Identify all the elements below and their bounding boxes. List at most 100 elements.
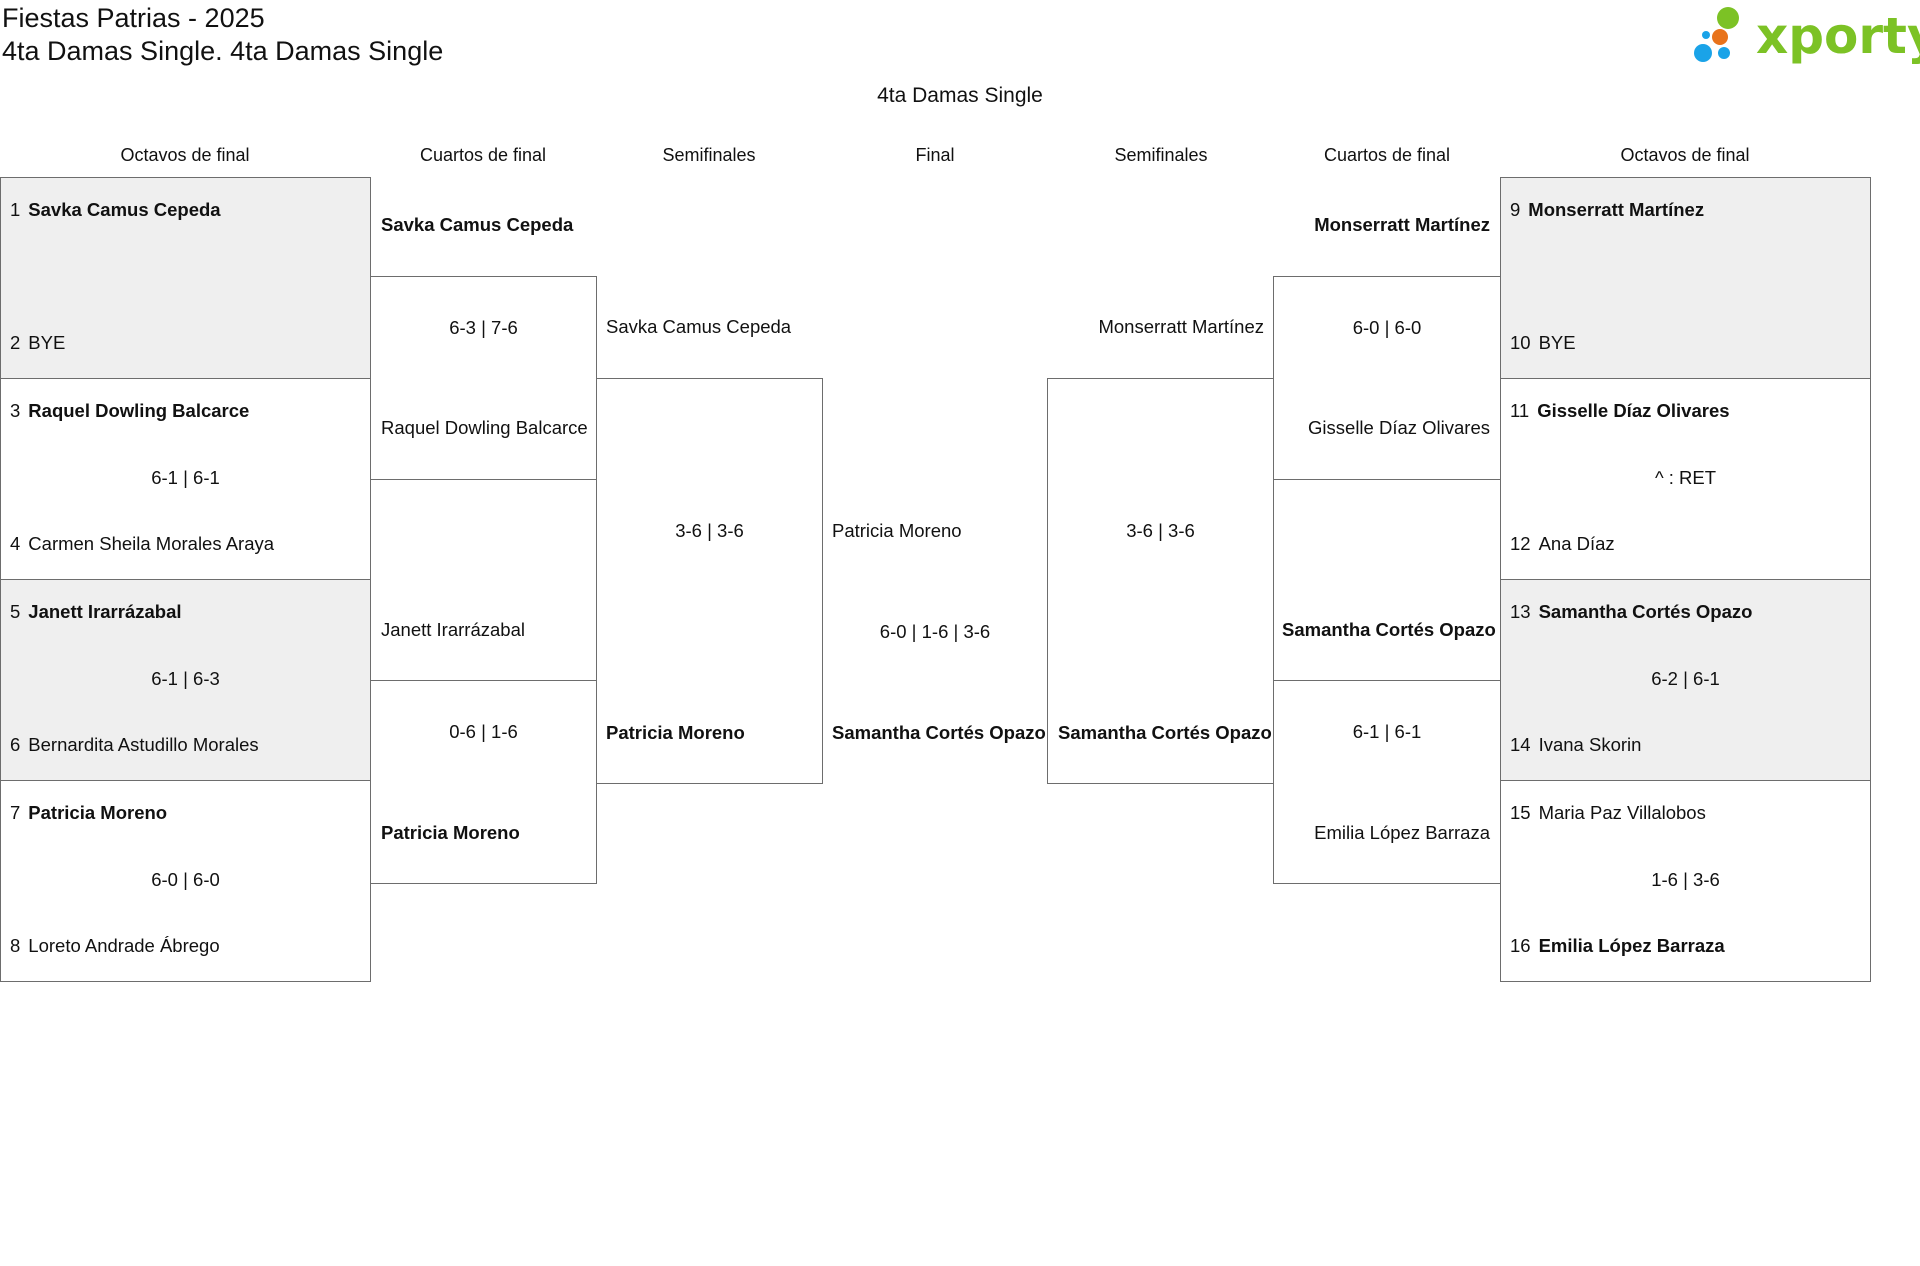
player-r16r2-p1: 11 Gisselle Díaz Olivares	[1510, 400, 1730, 422]
round-header-qf-right: Cuartos de final	[1323, 145, 1451, 165]
round-header-sf-left: Semifinales	[662, 145, 756, 165]
seed: 3	[10, 400, 21, 421]
player-name: Carmen Sheila Morales Araya	[28, 533, 275, 554]
player-qfr1-p1: Monserratt Martínez	[1314, 214, 1490, 235]
match-r16-right-1	[1500, 177, 1871, 379]
xporty-logo: xporty	[1690, 0, 1920, 72]
round-header-r16-left: Octavos de final	[120, 145, 250, 165]
player-r16l3-p1: 5 Janett Irarrázabal	[10, 601, 182, 623]
score-sfr: 3-6 | 3-6	[1126, 520, 1195, 541]
match-qf-left-1	[370, 276, 597, 480]
score-final: 6-0 | 1-6 | 3-6	[879, 621, 991, 642]
round-header-sf-right: Semifinales	[1114, 145, 1208, 165]
player-r16r3-p2: 14 Ivana Skorin	[1510, 734, 1641, 756]
player-qfl2-p1: Janett Irarrázabal	[381, 619, 525, 640]
seed: 2	[10, 332, 21, 353]
round-header-r16-right: Octavos de final	[1620, 145, 1750, 165]
match-qf-right-2	[1273, 680, 1501, 884]
seed: 1	[10, 199, 21, 220]
player-r16l2-p2: 4 Carmen Sheila Morales Araya	[10, 533, 274, 555]
match-qf-right-1	[1273, 276, 1501, 480]
seed: 14	[1510, 734, 1531, 755]
score-qfl2: 0-6 | 1-6	[449, 721, 518, 742]
player-r16l4-p1: 7 Patricia Moreno	[10, 802, 167, 824]
draw-subtitle: 4ta Damas Single. 4ta Damas Single	[2, 36, 444, 66]
seed: 6	[10, 734, 21, 755]
logo-dot-blue	[1694, 44, 1712, 62]
player-name: Janett Irarrázabal	[28, 601, 182, 622]
player-sfr-p2: Samantha Cortés Opazo	[1058, 722, 1272, 743]
player-final-p1: Patricia Moreno	[832, 520, 962, 541]
match-qf-left-2	[370, 680, 597, 884]
seed: 11	[1510, 400, 1530, 421]
score-qfr2: 6-1 | 6-1	[1352, 721, 1422, 742]
seed: 4	[10, 533, 21, 554]
score-r16l2: 6-1 | 6-1	[151, 467, 220, 488]
player-r16l1-p1: 1 Savka Camus Cepeda	[10, 199, 221, 221]
seed: 5	[10, 601, 21, 622]
seed: 7	[10, 802, 21, 823]
round-header-final: Final	[915, 145, 955, 165]
player-qfl1-p2: Raquel Dowling Balcarce	[381, 417, 588, 438]
round-header-qf-left: Cuartos de final	[419, 145, 547, 165]
logo-wordmark: xporty	[1756, 7, 1920, 65]
match-r16-left-1	[0, 177, 371, 379]
player-name: Emilia López Barraza	[1538, 935, 1725, 956]
player-name: Bernardita Astudillo Morales	[28, 734, 259, 755]
logo-dot-orange	[1712, 29, 1728, 45]
player-r16l4-p2: 8 Loreto Andrade Ábrego	[10, 935, 220, 957]
player-sfl-p2: Patricia Moreno	[606, 722, 745, 743]
player-qfl2-p2: Patricia Moreno	[381, 822, 520, 843]
player-r16l1-p2: 2 BYE	[10, 332, 65, 354]
match-r16-right-3	[1500, 579, 1871, 781]
score-r16l3: 6-1 | 6-3	[151, 668, 220, 689]
logo-dot-green	[1717, 7, 1739, 29]
player-r16r2-p2: 12 Ana Díaz	[1510, 533, 1615, 555]
seed: 10	[1510, 332, 1531, 353]
player-sfr-p1: Monserratt Martínez	[1098, 316, 1264, 337]
player-name: Maria Paz Villalobos	[1538, 802, 1706, 823]
xporty-logo-mark: xporty	[1694, 7, 1920, 65]
player-name: Samantha Cortés Opazo	[1538, 601, 1753, 622]
player-r16l3-p2: 6 Bernardita Astudillo Morales	[10, 734, 259, 756]
player-name: Loreto Andrade Ábrego	[28, 935, 220, 956]
player-qfr2-p2: Emilia López Barraza	[1314, 822, 1490, 843]
logo-dot-blue-small	[1718, 47, 1730, 59]
player-r16l2-p1: 3 Raquel Dowling Balcarce	[10, 400, 249, 422]
match-sf-right	[1047, 378, 1274, 784]
player-name: Ivana Skorin	[1538, 734, 1642, 755]
match-r16-left-3	[0, 579, 371, 781]
seed: 13	[1510, 601, 1531, 622]
score-sfl: 3-6 | 3-6	[675, 520, 744, 541]
player-name: Savka Camus Cepeda	[28, 199, 221, 220]
match-sf-left	[596, 378, 823, 784]
seed: 8	[10, 935, 21, 956]
seed: 12	[1510, 533, 1531, 554]
player-name: Gisselle Díaz Olivares	[1537, 400, 1730, 421]
player-name: Raquel Dowling Balcarce	[28, 400, 250, 421]
tournament-title: Fiestas Patrias - 2025	[2, 3, 265, 33]
seed: 16	[1510, 935, 1531, 956]
match-r16-right-4	[1500, 780, 1871, 982]
score-r16r4: 1-6 | 3-6	[1651, 869, 1720, 890]
score-qfl1: 6-3 | 7-6	[449, 317, 518, 338]
player-qfl1-p1: Savka Camus Cepeda	[381, 214, 574, 235]
player-r16r1-p2: 10 BYE	[1510, 332, 1576, 354]
player-name: BYE	[28, 332, 66, 353]
player-name: Monserratt Martínez	[1528, 199, 1705, 220]
player-sfl-p1: Savka Camus Cepeda	[606, 316, 792, 337]
player-qfr1-p2: Gisselle Díaz Olivares	[1308, 417, 1490, 438]
player-name: Patricia Moreno	[28, 802, 168, 823]
logo-dot-blue-tiny	[1702, 31, 1710, 39]
seed: 9	[1510, 199, 1521, 220]
player-r16r4-p2: 16 Emilia López Barraza	[1510, 935, 1725, 957]
draw-title: 4ta Damas Single	[877, 84, 1043, 107]
score-r16l4: 6-0 | 6-0	[151, 869, 220, 890]
player-r16r1-p1: 9 Monserratt Martínez	[1510, 199, 1704, 221]
score-r16r3: 6-2 | 6-1	[1651, 668, 1720, 689]
player-name: Ana Díaz	[1538, 533, 1615, 554]
player-final-p2: Samantha Cortés Opazo	[832, 722, 1046, 743]
score-qfr1: 6-0 | 6-0	[1352, 317, 1422, 338]
player-name: BYE	[1538, 332, 1576, 353]
